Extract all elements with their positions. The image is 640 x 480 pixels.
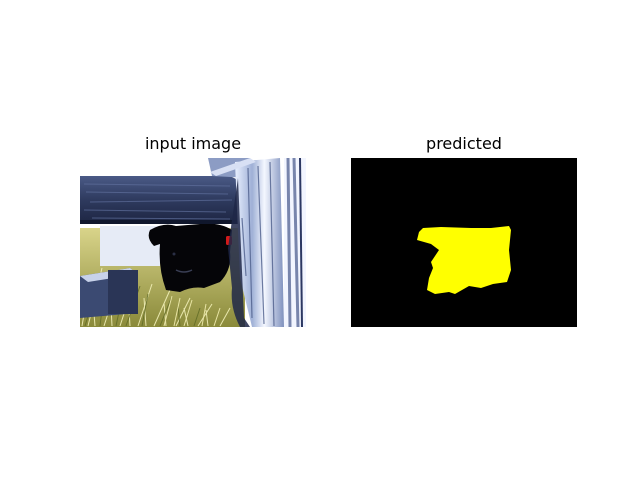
wooden-post	[235, 158, 284, 327]
input-image	[80, 158, 306, 327]
predicted-region	[417, 226, 511, 294]
input-photo	[80, 158, 306, 327]
predicted-mask	[351, 158, 577, 327]
predicted-title: predicted	[426, 134, 502, 153]
black-animal	[148, 223, 232, 292]
mask-svg	[351, 158, 577, 327]
input-image-title: input image	[144, 134, 242, 153]
